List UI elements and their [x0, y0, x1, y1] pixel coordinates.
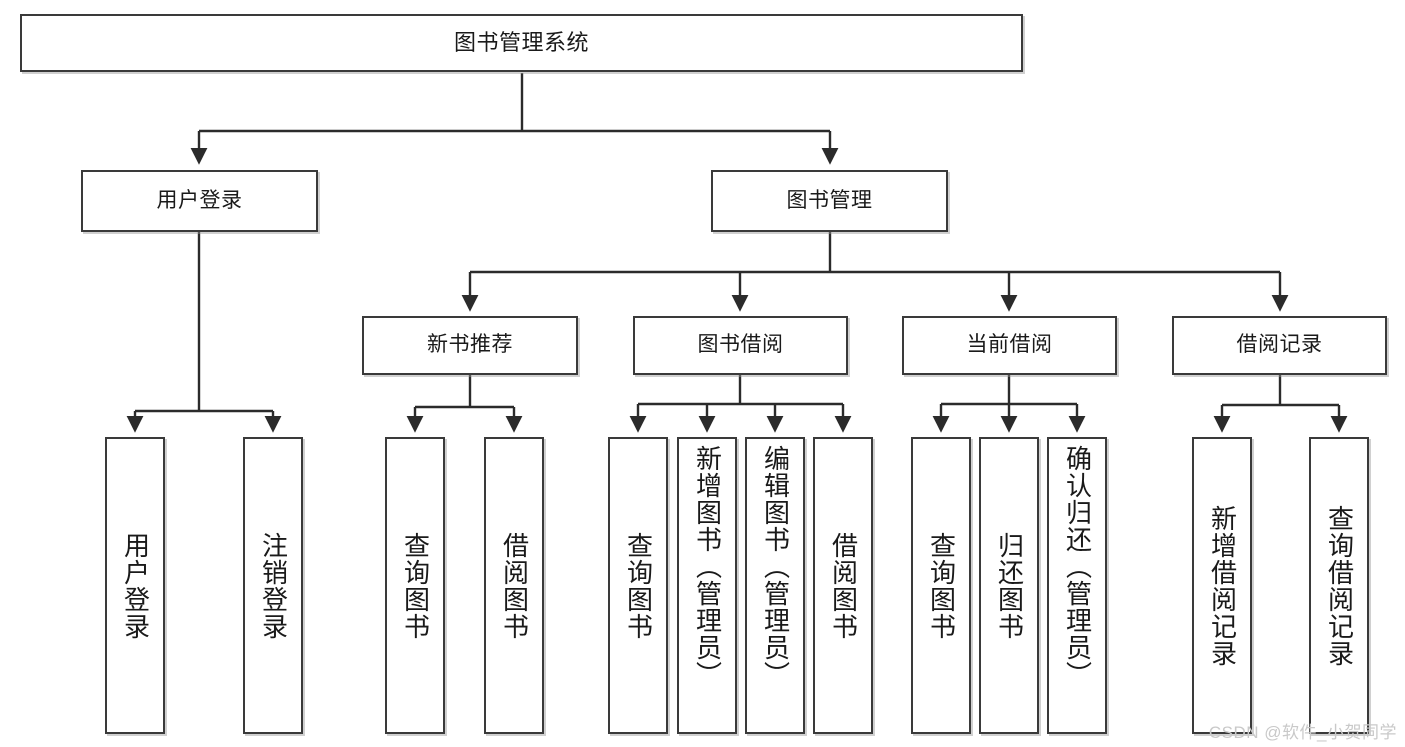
leaf-borrow-book-recommend[interactable]: 借阅图书: [484, 437, 544, 734]
node-label: 图书管理系统: [453, 30, 589, 56]
leaf-query-book-recommend[interactable]: 查询图书: [385, 437, 445, 734]
node-label: 新书推荐: [427, 333, 513, 357]
leaf-add-borrow-record[interactable]: 新增借阅记录: [1192, 437, 1252, 734]
node-book-borrow[interactable]: 图书借阅: [633, 316, 848, 375]
node-label: 用户登录: [156, 188, 243, 212]
node-label: 编辑图书（管理员）: [760, 445, 791, 688]
leaf-edit-book[interactable]: 编辑图书（管理员）: [745, 437, 805, 734]
node-label: 当前借阅: [966, 333, 1053, 357]
node-label: 新增图书（管理员）: [692, 445, 723, 688]
node-user-login[interactable]: 用户登录: [81, 170, 318, 232]
node-current-borrow[interactable]: 当前借阅: [902, 316, 1117, 375]
node-label: 借阅图书: [828, 531, 859, 640]
node-label: 查询图书: [400, 531, 431, 640]
leaf-return-book[interactable]: 归还图书: [979, 437, 1039, 734]
node-label: 借阅记录: [1236, 333, 1323, 357]
leaf-query-book-current[interactable]: 查询图书: [911, 437, 971, 734]
leaf-borrow-book[interactable]: 借阅图书: [813, 437, 873, 734]
watermark-csdn: CSDN @软件_小贺同学: [1208, 723, 1397, 742]
leaf-query-borrow-record[interactable]: 查询借阅记录: [1309, 437, 1369, 734]
node-label: 确认归还（管理员）: [1062, 445, 1093, 688]
leaf-user-login[interactable]: 用户登录: [105, 437, 165, 734]
node-label: 查询图书: [623, 531, 654, 640]
node-label: 借阅图书: [499, 531, 530, 640]
node-label: 新增借阅记录: [1207, 504, 1238, 667]
node-borrow-record[interactable]: 借阅记录: [1172, 316, 1387, 375]
node-label: 注销登录: [258, 531, 289, 640]
node-new-book-recommend[interactable]: 新书推荐: [362, 316, 578, 375]
leaf-logout-login[interactable]: 注销登录: [243, 437, 303, 734]
node-label: 归还图书: [994, 531, 1025, 640]
node-label: 图书管理: [786, 188, 873, 212]
leaf-confirm-return[interactable]: 确认归还（管理员）: [1047, 437, 1107, 734]
node-label: 图书借阅: [697, 333, 784, 357]
node-label: 查询图书: [926, 531, 957, 640]
node-label: 查询借阅记录: [1324, 504, 1355, 667]
node-book-management[interactable]: 图书管理: [711, 170, 948, 232]
leaf-query-book-borrow[interactable]: 查询图书: [608, 437, 668, 734]
leaf-add-book[interactable]: 新增图书（管理员）: [677, 437, 737, 734]
node-root-book-management-system[interactable]: 图书管理系统: [20, 14, 1023, 72]
node-label: 用户登录: [120, 531, 151, 640]
